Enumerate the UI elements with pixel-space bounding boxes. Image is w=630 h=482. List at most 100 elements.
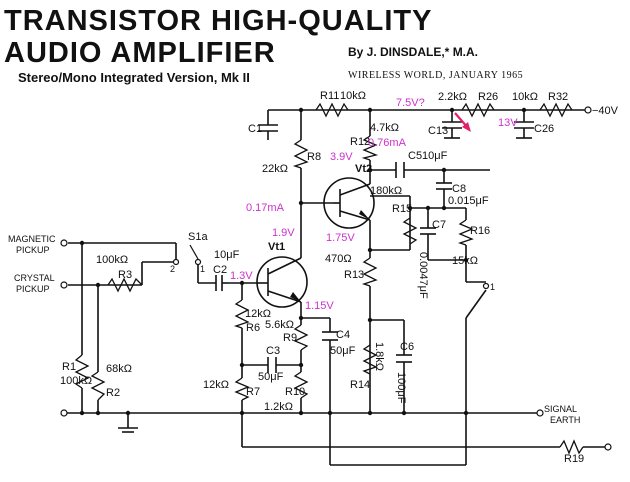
capacitor-C1 — [258, 124, 278, 140]
label-C6-val: 100μF — [395, 372, 407, 404]
label-R8-val: 22kΩ — [262, 163, 288, 175]
label-C2-val: 10μF — [214, 249, 240, 261]
label-S1a: S1a — [188, 231, 208, 243]
junction-dots — [79, 107, 527, 416]
label-R3: R3 — [118, 269, 132, 281]
note-1-15V: 1.15V — [305, 300, 334, 312]
label-R16-val: 15kΩ — [452, 255, 478, 267]
label-C4: C4 — [336, 329, 350, 341]
capacitor-C4 — [322, 331, 338, 341]
label-R16: R16 — [470, 225, 490, 237]
switch-S1a — [172, 244, 202, 266]
subtitle: Stereo/Mono Integrated Version, Mk II — [18, 70, 250, 85]
label-C13: C13 — [428, 125, 448, 137]
capacitor-C7 — [420, 227, 436, 235]
label-C5: C5 — [408, 150, 422, 162]
label-signal-earth-2: EARTH — [550, 415, 580, 425]
label-C3-val: 50μF — [258, 371, 284, 383]
resistor-R16 — [457, 219, 474, 246]
label-R6: R6 — [246, 322, 260, 334]
resistor-R26 — [461, 102, 495, 118]
label-R32: R32 — [548, 91, 568, 103]
label-R9: R9 — [283, 332, 297, 344]
label-R13: R13 — [344, 269, 364, 281]
label-Vt2: Vt2 — [355, 163, 372, 175]
resistor-R1 — [74, 354, 90, 389]
resistor-R8 — [292, 139, 309, 169]
byline: By J. DINSDALE,* M.A. — [348, 45, 478, 59]
label-R8: R8 — [307, 151, 321, 163]
label-switch-2: 2 — [170, 264, 175, 274]
label-C8-val: 0.015μF — [448, 195, 489, 207]
title-line-2: AUDIO AMPLIFIER — [4, 37, 276, 69]
title-line-1: TRANSISTOR HIGH-QUALITY — [4, 5, 432, 37]
note-1-3V: 1.3V — [230, 270, 253, 282]
resistor-R19 — [559, 439, 584, 455]
label-switch-1: 1 — [200, 264, 205, 274]
note-0-17mA: 0.17mA — [246, 202, 285, 214]
label-out-1: 1 — [490, 282, 495, 292]
label-R15: R15 — [392, 203, 412, 215]
resistor-R12 — [361, 135, 379, 161]
label-R12: R12 — [350, 136, 370, 148]
capacitor-C13 — [442, 121, 462, 139]
resistor-R13 — [361, 257, 378, 287]
label-R10: R10 — [285, 386, 305, 398]
label-crystal-2: PICKUP — [16, 284, 50, 294]
label-R6-val: 12kΩ — [245, 308, 271, 320]
resistor-R14 — [362, 344, 378, 375]
component-labels: MAGNETIC PICKUP CRYSTAL PICKUP S1a 2 1 1… — [8, 90, 619, 465]
label-magnetic-1: MAGNETIC — [8, 234, 56, 244]
note-13V: 13V — [498, 117, 518, 129]
label-R11-val: 10kΩ — [340, 90, 366, 102]
resistor-R15 — [402, 217, 418, 245]
capacitor-C3 — [267, 357, 277, 373]
label-C3: C3 — [266, 345, 280, 357]
label-R14-val: 1.8kΩ — [373, 342, 385, 371]
label-signal-earth-1: SIGNAL — [544, 404, 577, 414]
label-C6: C6 — [400, 341, 414, 353]
note-7-5V: 7.5V? — [396, 97, 425, 109]
label-crystal-1: CRYSTAL — [14, 273, 55, 283]
label-C7-val: 0.0047μF — [417, 252, 429, 299]
capacitor-C6 — [396, 354, 412, 363]
transistor-Vt2 — [323, 177, 375, 229]
label-magnetic-2: PICKUP — [16, 245, 50, 255]
label-R12-val: 4.7kΩ — [370, 122, 399, 134]
label-R1: R1 — [62, 361, 76, 373]
label-R3-val: 100kΩ — [96, 254, 128, 266]
resistor-R6 — [233, 299, 250, 329]
label-R26-val: 2.2kΩ — [438, 91, 467, 103]
source-line: WIRELESS WORLD, JANUARY 1965 — [348, 70, 523, 81]
label-R7: R7 — [246, 386, 260, 398]
resistor-R32 — [539, 102, 573, 118]
label-R13-val: 470Ω — [325, 253, 352, 265]
label-R14: R14 — [350, 379, 370, 391]
capacitor-C26 — [514, 121, 534, 139]
label-R1-val: 100kΩ — [60, 375, 92, 387]
label-C2: C2 — [213, 264, 227, 276]
label-R11: R11 — [320, 90, 339, 102]
note-1-75V: 1.75V — [326, 232, 355, 244]
label-R2-val: 68kΩ — [106, 363, 132, 375]
capacitor-C5 — [395, 162, 405, 178]
label-C8: C8 — [452, 183, 466, 195]
note-3-9V: 3.9V — [330, 151, 353, 163]
transistor-Vt1 — [256, 256, 308, 308]
label-R19: R19 — [564, 453, 584, 465]
capacitor-C8 — [436, 182, 452, 190]
label-R2: R2 — [106, 387, 120, 399]
label-C26: C26 — [534, 123, 554, 135]
label-R32-val: 10kΩ — [512, 91, 538, 103]
resistors — [74, 102, 584, 455]
label-R9-val: 5.6kΩ — [265, 319, 294, 331]
label-R10-val: 1.2kΩ — [264, 401, 293, 413]
resistor-R11 — [315, 102, 349, 118]
capacitor-C2 — [215, 275, 228, 291]
label-R26: R26 — [478, 91, 498, 103]
label-R7-val: 12kΩ — [203, 379, 229, 391]
label-C1: C1 — [248, 123, 262, 135]
label-C5-val: 10μF — [422, 150, 448, 162]
